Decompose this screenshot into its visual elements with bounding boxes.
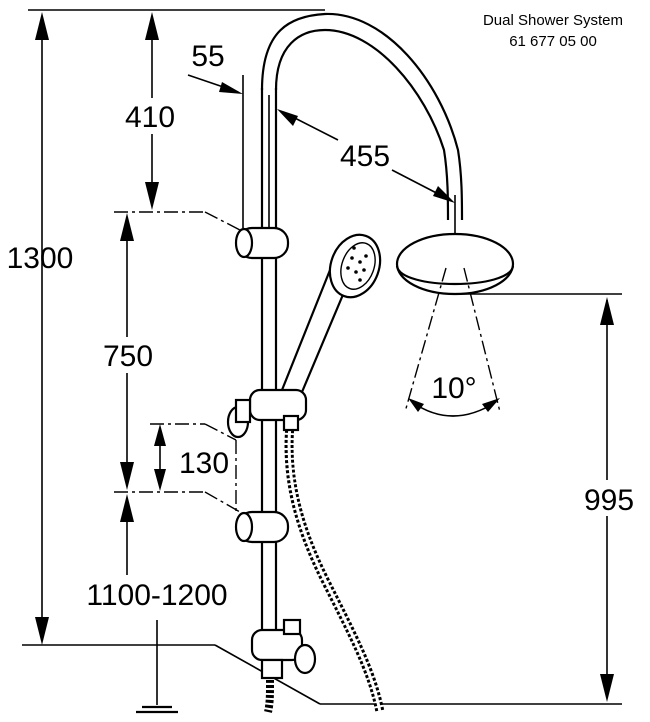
hand-shower [280,233,382,394]
dimension-1100-1200: 1100-1200 [70,494,242,714]
dimension-label-55: 55 [191,40,224,73]
shower-hose [264,424,385,713]
dimension-label-455: 455 [340,140,390,173]
overhead-shower-head [395,232,515,296]
dimension-label-1300: 1300 [7,242,74,275]
upper-wall-holder [234,226,290,260]
spray-angle-indicator: 10° [404,267,501,417]
dimension-1300: 1300 [7,9,325,646]
shower-rail [260,12,464,640]
dimension-label-750: 750 [103,340,153,373]
dimension-410: 410 [120,12,184,210]
bottom-connector [250,618,317,680]
dimension-455: 455 [277,109,456,240]
product-number: 61 677 05 00 [509,33,597,50]
dimension-55: 55 [187,40,244,228]
angle-label-10-degrees: 10° [431,372,476,405]
lower-wall-holder [234,510,290,544]
product-name: Dual Shower System [483,12,623,29]
slider-holder [226,388,308,439]
dimension-130: 130 [154,424,234,491]
dimension-750: 750 [95,213,163,490]
dimension-label-130: 130 [179,447,229,480]
dimension-label-995: 995 [584,484,634,517]
dimension-label-1100-1200: 1100-1200 [86,579,227,612]
dimension-label-410: 410 [125,101,175,134]
dimension-995: 995 [214,293,643,705]
